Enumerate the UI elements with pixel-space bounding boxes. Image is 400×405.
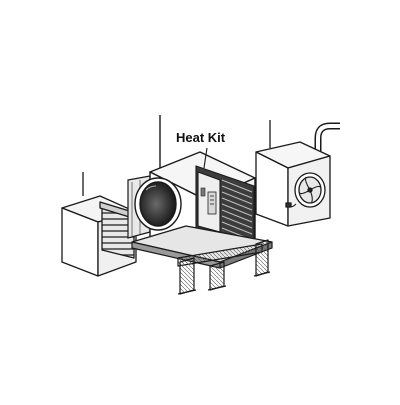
- support-stand: [131, 225, 273, 295]
- callout-leader-line: [203, 147, 208, 169]
- heat-kit-panel: [195, 165, 255, 247]
- right-fan-cabinet: [255, 120, 340, 227]
- heat-kit-callout-label: Heat Kit: [176, 130, 226, 145]
